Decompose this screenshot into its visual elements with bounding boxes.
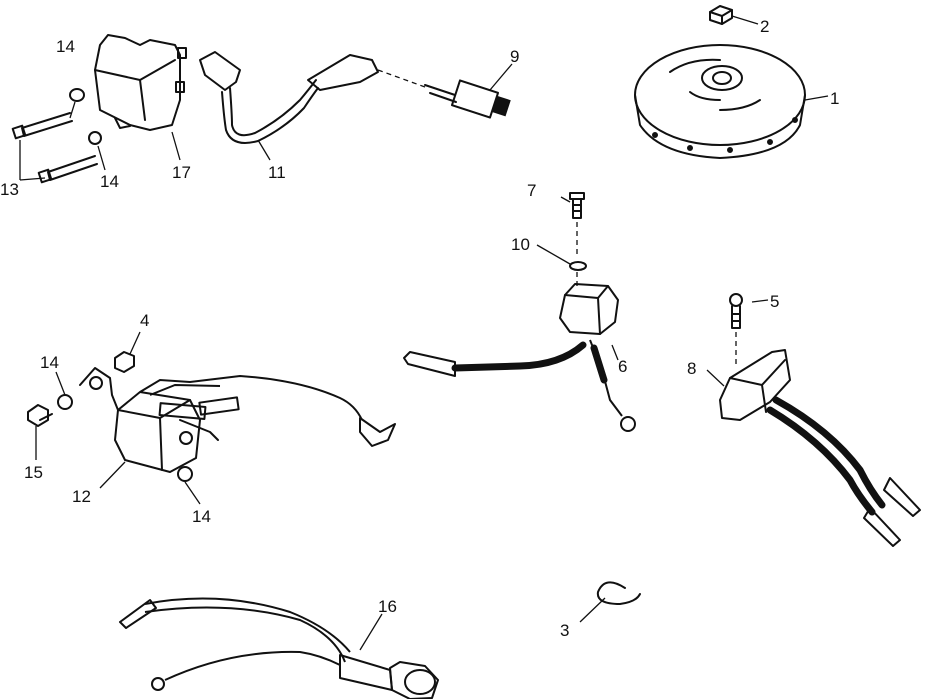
spark-plug	[377, 69, 511, 119]
leader-lines	[19, 15, 829, 651]
washers-coil	[69, 88, 102, 145]
bolt-15	[27, 404, 53, 427]
callout-14a: 14	[56, 37, 75, 56]
callout-13: 13	[0, 180, 19, 199]
screw-7	[569, 192, 585, 258]
callout-11: 11	[268, 163, 286, 182]
callout-14d: 14	[192, 507, 211, 526]
callout-labels: 1 2 3 4 5 6 7 8 9 10 11 12 13 14 14 14 1…	[0, 17, 839, 640]
callout-1: 1	[830, 89, 839, 108]
flywheel	[634, 44, 806, 159]
callout-15: 15	[24, 463, 43, 482]
callout-17: 17	[172, 163, 191, 182]
callout-3: 3	[560, 621, 569, 640]
callout-6: 6	[618, 357, 627, 376]
washer-10	[569, 261, 587, 288]
clip	[596, 581, 641, 605]
screw-5	[729, 293, 743, 365]
power-pack	[79, 367, 396, 473]
callout-4: 4	[140, 311, 149, 330]
flywheel-nut	[709, 5, 733, 25]
washer-pack	[57, 394, 193, 482]
callout-7: 7	[527, 181, 536, 200]
callout-16: 16	[378, 597, 397, 616]
callout-10: 10	[511, 235, 530, 254]
callout-2: 2	[760, 17, 769, 36]
ignition-coil	[94, 34, 187, 131]
mounting-bolts	[11, 112, 98, 184]
callout-12: 12	[72, 487, 91, 506]
callout-8: 8	[687, 359, 696, 378]
high-tension-lead	[199, 51, 379, 144]
callout-14b: 14	[100, 172, 119, 191]
callout-9: 9	[510, 47, 519, 66]
charge-coil	[719, 349, 921, 547]
nut-4	[114, 351, 135, 373]
callout-5: 5	[770, 292, 779, 311]
callout-14c: 14	[40, 353, 59, 372]
stop-switch-lead	[119, 597, 439, 699]
trigger-coil	[403, 283, 636, 432]
